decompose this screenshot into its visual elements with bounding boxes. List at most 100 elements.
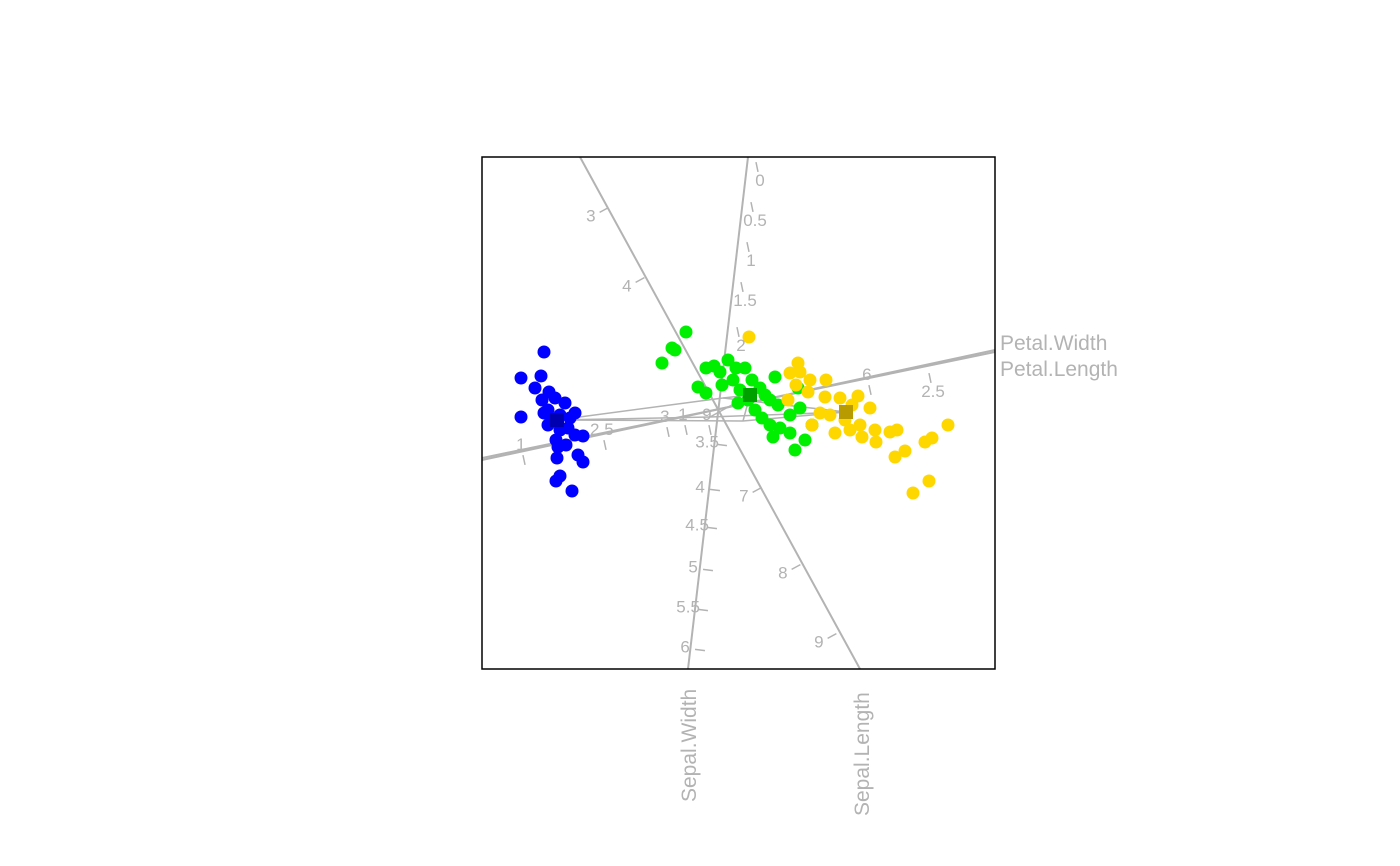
- point-versicolor: [715, 378, 729, 392]
- point-virginica: [868, 423, 882, 437]
- point-setosa: [534, 369, 548, 383]
- point-setosa: [535, 393, 549, 407]
- tick-label: 2.5: [590, 420, 614, 439]
- axis-line-sepal-length: [579, 157, 861, 669]
- point-setosa: [537, 406, 551, 420]
- point-setosa: [549, 474, 563, 488]
- point-versicolor: [768, 370, 782, 384]
- axis-tick: [702, 568, 714, 572]
- tick-label: 3.5: [695, 433, 719, 452]
- point-virginica: [783, 366, 797, 380]
- point-versicolor: [713, 365, 727, 379]
- axis-tick: [684, 424, 688, 436]
- axis-tick: [791, 563, 801, 571]
- axis-tick: [697, 608, 709, 612]
- point-virginica: [805, 418, 819, 432]
- point-versicolor: [729, 361, 743, 375]
- tick-label: 0.5: [743, 211, 767, 230]
- point-virginica: [853, 418, 867, 432]
- axis-tick: [827, 632, 837, 640]
- point-virginica: [906, 486, 920, 500]
- point-virginica: [869, 435, 883, 449]
- axis-title-petal-length: Petal.Length: [1000, 358, 1118, 381]
- point-virginica: [890, 423, 904, 437]
- point-versicolor: [668, 343, 682, 357]
- axis-tick: [706, 526, 718, 530]
- tick-label: 3: [660, 407, 669, 426]
- axis-tick: [635, 276, 645, 284]
- point-virginica: [922, 474, 936, 488]
- axis-title-sepal-length: Sepal.Length: [851, 692, 874, 816]
- point-versicolor: [726, 373, 740, 387]
- point-versicolor: [783, 408, 797, 422]
- point-virginica: [813, 406, 827, 420]
- tick-label: 3: [586, 207, 595, 226]
- point-virginica: [818, 390, 832, 404]
- projection-line-setosa: [556, 419, 744, 422]
- point-versicolor: [793, 401, 807, 415]
- point-virginica: [742, 330, 756, 344]
- tick-label: 6: [680, 638, 689, 657]
- sample-points: [514, 325, 955, 500]
- point-virginica: [941, 418, 955, 432]
- point-versicolor: [731, 396, 745, 410]
- tick-label: 5.5: [676, 598, 700, 617]
- point-virginica: [793, 365, 807, 379]
- axis-tick: [694, 648, 706, 652]
- point-virginica: [789, 378, 803, 392]
- point-versicolor: [766, 430, 780, 444]
- tick-label: 8: [778, 564, 787, 583]
- point-setosa: [576, 455, 590, 469]
- point-versicolor: [773, 421, 787, 435]
- point-virginica: [801, 385, 815, 399]
- point-setosa: [550, 451, 564, 465]
- point-virginica: [828, 426, 842, 440]
- point-setosa: [576, 429, 590, 443]
- point-virginica: [855, 430, 869, 444]
- point-versicolor: [655, 356, 669, 370]
- axis-line-sepal-width: [687, 157, 749, 669]
- point-versicolor: [771, 398, 785, 412]
- point-virginica: [823, 408, 837, 422]
- point-setosa: [514, 371, 528, 385]
- tick-label: 7: [739, 487, 748, 506]
- point-virginica: [803, 373, 817, 387]
- point-virginica: [781, 393, 795, 407]
- axis-tick: [928, 372, 932, 384]
- tick-label: 1: [746, 251, 755, 270]
- group-mean-virginica: [839, 405, 853, 419]
- projection-line-setosa: [556, 397, 724, 421]
- point-setosa: [551, 440, 565, 454]
- axis-tick: [736, 326, 740, 338]
- point-virginica: [925, 431, 939, 445]
- point-versicolor: [763, 418, 777, 432]
- axis-tick: [522, 454, 526, 466]
- point-virginica: [863, 401, 877, 415]
- axis-tick: [746, 241, 750, 253]
- point-virginica: [843, 423, 857, 437]
- point-virginica: [833, 391, 847, 405]
- point-versicolor: [788, 443, 802, 457]
- point-versicolor: [798, 433, 812, 447]
- axis-tick: [599, 206, 609, 214]
- point-versicolor: [745, 373, 759, 387]
- point-setosa: [514, 410, 528, 424]
- tick-label: 9: [702, 405, 711, 424]
- point-setosa: [558, 396, 572, 410]
- group-mean-setosa: [550, 413, 564, 427]
- point-virginica: [898, 444, 912, 458]
- tick-label: 4: [622, 277, 631, 296]
- point-setosa: [563, 411, 577, 425]
- point-setosa: [548, 391, 562, 405]
- point-setosa: [565, 484, 579, 498]
- tick-label: 9: [814, 633, 823, 652]
- tick-label: 4: [695, 478, 704, 497]
- axis-tick: [752, 486, 762, 494]
- point-virginica: [888, 450, 902, 464]
- tick-label: 1.5: [733, 291, 757, 310]
- point-virginica: [819, 373, 833, 387]
- tick-label: 6: [862, 365, 871, 384]
